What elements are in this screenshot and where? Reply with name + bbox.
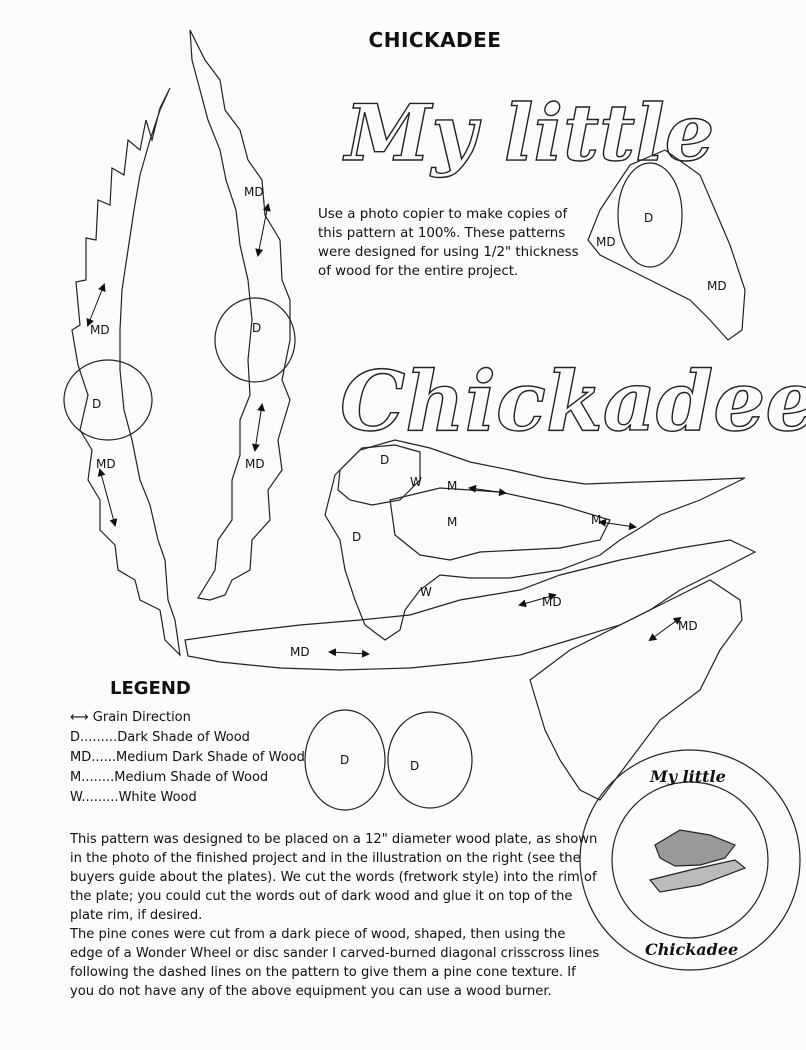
label-m: M <box>447 479 457 493</box>
label-d: D <box>340 753 349 767</box>
branch-leaf <box>529 579 743 801</box>
label-d: D <box>92 397 101 411</box>
bird-wing <box>389 487 611 561</box>
label-md: MD <box>707 279 727 293</box>
pinecone-mid <box>214 297 296 383</box>
label-m: M <box>591 513 601 527</box>
grain-arrow <box>648 616 682 642</box>
label-md: MD <box>290 645 310 659</box>
grain-arrow-icon: ⟷ <box>70 710 89 725</box>
grain-arrow <box>255 203 271 257</box>
leaf-top-right <box>587 149 746 341</box>
grain-arrow <box>328 648 370 658</box>
label-md: MD <box>244 185 264 199</box>
grain-arrow <box>86 283 106 327</box>
label-w: W <box>420 585 432 599</box>
plate-bottom-text: Chickadee <box>645 940 738 959</box>
grain-arrow <box>251 403 266 452</box>
label-d: D <box>252 321 261 335</box>
label-md: MD <box>96 457 116 471</box>
page-title: CHICKADEE <box>368 28 502 52</box>
label-d: D <box>352 530 361 544</box>
pinecone-left <box>63 359 153 441</box>
grain-arrow <box>97 468 118 527</box>
plate-top-text: My little <box>649 767 726 786</box>
label-md: MD <box>678 619 698 633</box>
legend: ⟷ Grain Direction D.........Dark Shade o… <box>70 708 305 808</box>
label-d: D <box>644 211 653 225</box>
grain-arrow <box>598 518 637 531</box>
branch <box>184 539 757 671</box>
chickadee-outline <box>324 439 746 641</box>
paragraph: This pattern was designed to be placed o… <box>70 832 598 923</box>
plate-bird <box>654 829 736 867</box>
leaf-left-outline <box>71 87 181 657</box>
pinecone-bottom-right <box>387 711 473 809</box>
label-md: MD <box>596 235 616 249</box>
label-d: D <box>380 453 389 467</box>
label-d: D <box>410 759 419 773</box>
plate-branch <box>648 859 747 893</box>
grain-arrow <box>468 484 507 497</box>
label-w: W <box>410 475 422 489</box>
label-m: M <box>447 515 457 529</box>
leaf-right-outline <box>189 29 291 601</box>
legend-row: W.........White Wood <box>70 790 197 805</box>
pinecone-top-right <box>617 162 683 268</box>
legend-row: M........Medium Shade of Wood <box>70 770 269 785</box>
my-little-word-art: My little <box>342 88 714 179</box>
chickadee-word-art: Chickadee <box>340 354 806 450</box>
pinecone-bottom-left <box>304 709 386 811</box>
legend-row: D.........Dark Shade of Wood <box>70 730 250 745</box>
plate-inner <box>611 781 769 939</box>
grain-arrow <box>518 592 557 608</box>
legend-row: ⟷ Grain Direction <box>70 710 191 725</box>
bird-cap <box>337 444 421 506</box>
label-md: MD <box>542 595 562 609</box>
legend-row: MD......Medium Dark Shade of Wood <box>70 750 305 765</box>
legend-title: LEGEND <box>110 678 191 699</box>
label-md: MD <box>90 323 110 337</box>
instructions: This pattern was designed to be placed o… <box>70 830 600 1001</box>
label-md: MD <box>245 457 265 471</box>
plate-outer <box>579 749 801 971</box>
intro-text: Use a photo copier to make copies of thi… <box>318 207 579 279</box>
paragraph: The pine cones were cut from a dark piec… <box>70 927 600 999</box>
